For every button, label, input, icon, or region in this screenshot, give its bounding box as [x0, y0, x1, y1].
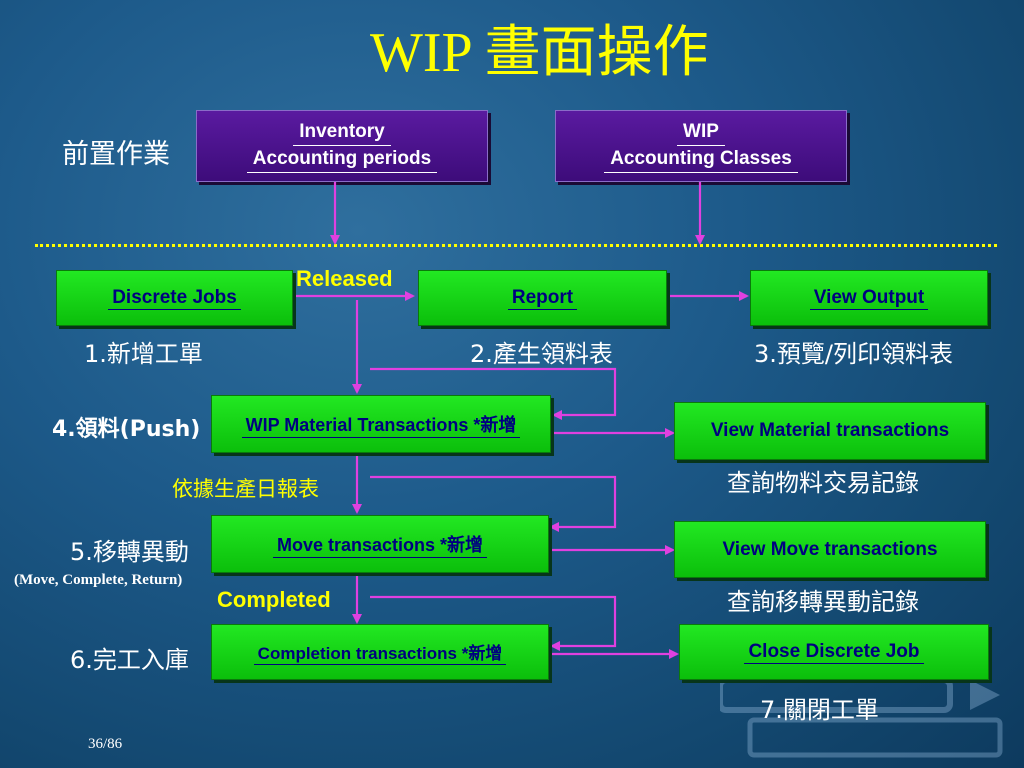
box-line: Inventory	[293, 119, 391, 146]
step2-label: 2.產生領料表	[470, 340, 613, 368]
query-move-label: 查詢移轉異動記錄	[727, 588, 919, 616]
box-line: Accounting periods	[246, 146, 438, 173]
view-material-transactions-box: View Material transactions	[674, 402, 986, 460]
setup-label: 前置作業	[62, 139, 170, 170]
report-box: Report	[418, 270, 667, 326]
discrete-jobs-box: Discrete Jobs	[56, 270, 293, 326]
node-label: Report	[507, 287, 578, 310]
wip-material-transactions-box: WIP Material Transactions *新增	[211, 395, 551, 453]
view-move-transactions-box: View Move transactions	[674, 521, 986, 578]
daily-report-label: 依據生產日報表	[172, 477, 319, 501]
node-label: View Output	[809, 287, 929, 310]
step1-label: 1.新增工單	[84, 340, 203, 368]
step3-label: 3.預覽/列印領料表	[754, 340, 953, 368]
completed-label: Completed	[217, 587, 331, 612]
step6-label: 6.完工入庫	[70, 646, 189, 674]
node-label: Move transactions *新增	[272, 531, 488, 558]
node-label: Discrete Jobs	[108, 287, 241, 310]
box-line: WIP	[677, 119, 725, 146]
wip-accounting-classes-box: WIP Accounting Classes	[555, 110, 847, 182]
move-transactions-box: Move transactions *新增	[211, 515, 549, 573]
released-label: Released	[296, 266, 393, 291]
node-label: View Move transactions	[722, 538, 938, 560]
page-number: 36/86	[88, 736, 123, 752]
node-label: WIP Material Transactions *新增	[241, 411, 521, 438]
view-output-box: View Output	[750, 270, 988, 326]
step4-label: 4.領料(Push)	[52, 417, 201, 442]
query-material-label: 查詢物料交易記錄	[727, 469, 919, 497]
node-label: View Material transactions	[710, 420, 950, 441]
page-title: WIP 畫面操作	[370, 22, 709, 84]
box-line: Accounting Classes	[604, 146, 798, 173]
completion-transactions-box: Completion transactions *新增	[211, 624, 549, 680]
close-discrete-job-box: Close Discrete Job	[679, 624, 989, 680]
step7-label: 7.關閉工單	[760, 696, 879, 724]
school-logo-watermark	[720, 677, 1003, 758]
node-label: Completion transactions *新增	[253, 639, 507, 665]
section-divider	[35, 244, 997, 247]
step5-note: (Move, Complete, Return)	[14, 572, 183, 588]
inventory-accounting-periods-box: Inventory Accounting periods	[196, 110, 488, 182]
node-label: Close Discrete Job	[744, 641, 924, 664]
step5-label: 5.移轉異動	[70, 538, 189, 566]
